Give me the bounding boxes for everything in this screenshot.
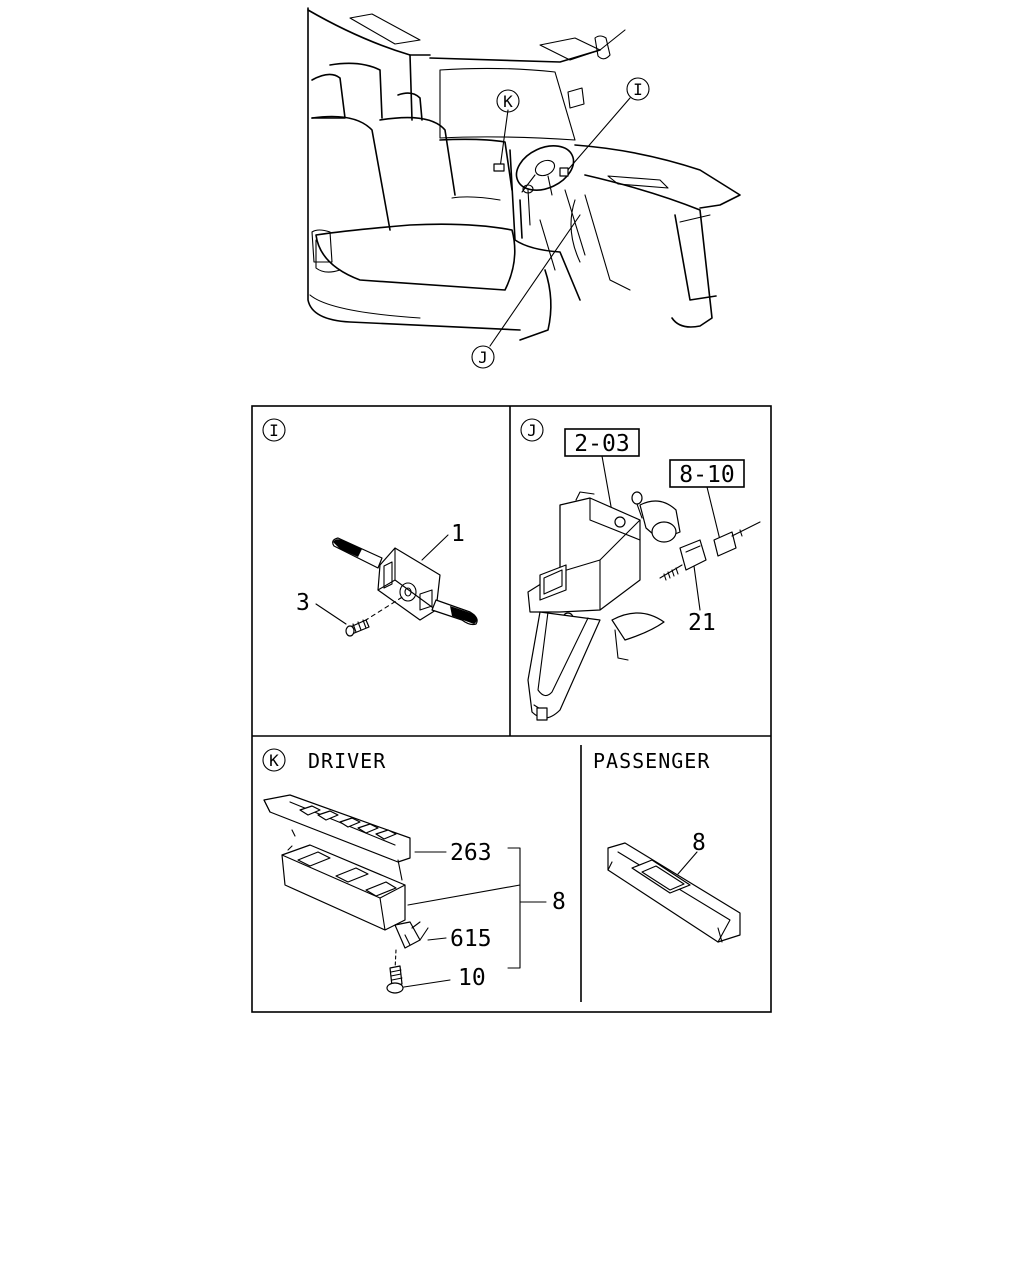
callout-k: K bbox=[496, 89, 520, 113]
passenger-title: PASSENGER bbox=[593, 749, 710, 773]
svg-text:1: 1 bbox=[451, 521, 465, 547]
svg-text:21: 21 bbox=[688, 610, 716, 636]
panel-i-marker: I bbox=[262, 418, 286, 442]
callout-i: I bbox=[626, 77, 650, 101]
panel-k-passenger: PASSENGER 8 bbox=[593, 749, 741, 943]
driver-title: DRIVER bbox=[308, 749, 386, 773]
ref-box-8-10: 8-10 bbox=[669, 459, 745, 488]
svg-text:J: J bbox=[527, 421, 537, 440]
panel-k-marker: K bbox=[262, 748, 286, 772]
svg-text:263: 263 bbox=[450, 840, 492, 866]
svg-text:J: J bbox=[478, 348, 488, 367]
svg-text:I: I bbox=[269, 421, 279, 440]
callout-j: J bbox=[471, 345, 495, 369]
svg-text:K: K bbox=[269, 751, 279, 770]
svg-text:615: 615 bbox=[450, 926, 492, 952]
panel-j-pedal-bracket: J 2-03 8-10 bbox=[520, 418, 761, 721]
panel-i-combination-switch: I 1 3 bbox=[262, 418, 478, 637]
svg-text:2-03: 2-03 bbox=[574, 431, 629, 457]
cab-interior-overview: K I J bbox=[307, 7, 741, 369]
svg-text:I: I bbox=[633, 80, 643, 99]
panel-k-driver: K DRIVER bbox=[262, 748, 566, 994]
svg-text:K: K bbox=[503, 92, 513, 111]
svg-text:3: 3 bbox=[296, 590, 310, 616]
svg-text:8-10: 8-10 bbox=[679, 462, 734, 488]
ref-box-2-03: 2-03 bbox=[564, 428, 640, 457]
svg-text:10: 10 bbox=[458, 965, 486, 991]
svg-text:8: 8 bbox=[692, 830, 706, 856]
detail-panels-frame bbox=[251, 405, 772, 1013]
svg-text:8: 8 bbox=[552, 889, 566, 915]
panel-j-marker: J bbox=[520, 418, 544, 442]
